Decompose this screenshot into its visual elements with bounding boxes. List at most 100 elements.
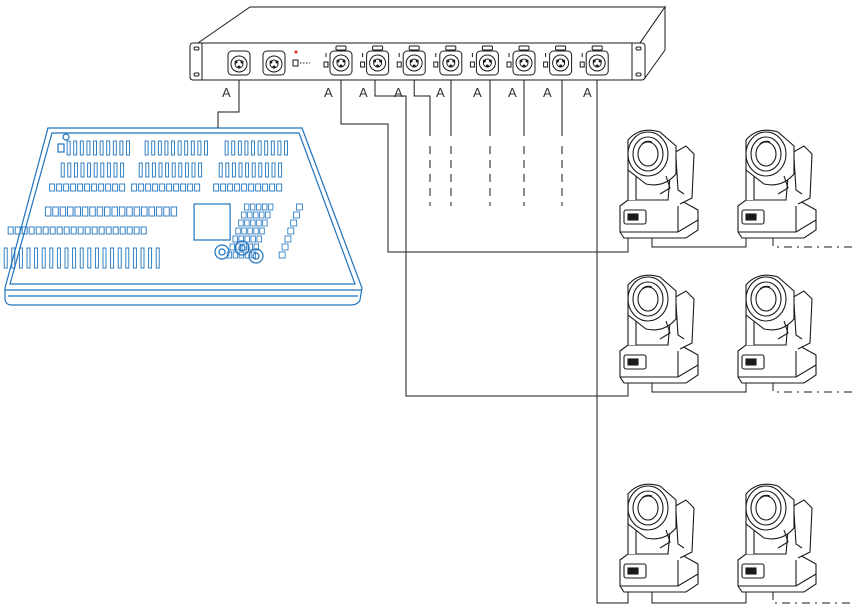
console-button (104, 206, 111, 217)
console-button (44, 206, 52, 217)
console-fader (158, 162, 163, 178)
console-button (49, 183, 56, 192)
console-button (111, 206, 118, 217)
console-fader (120, 162, 125, 178)
console-fader (245, 162, 250, 178)
console-key (256, 219, 262, 227)
console-fader (171, 140, 175, 156)
console-button (98, 226, 105, 235)
console-button (70, 226, 77, 235)
console-button (52, 206, 59, 217)
console-fader (41, 247, 46, 269)
console-key (278, 251, 286, 259)
console-key (296, 203, 303, 211)
console-button (98, 183, 105, 192)
xlr-connector-icon (515, 54, 533, 72)
console-fader (184, 162, 189, 178)
status-led (294, 50, 298, 54)
console-button (255, 183, 262, 192)
output-connector (360, 45, 390, 76)
cable-label-out8: A (583, 85, 592, 100)
console-knob (62, 133, 70, 141)
rack-ear-hole (635, 46, 642, 51)
console-button (133, 206, 141, 217)
console-key (238, 219, 244, 227)
console-button (63, 183, 70, 192)
console-fader (67, 162, 72, 178)
splitter-top-panel (196, 6, 666, 44)
console-button (248, 183, 255, 192)
console-fader (224, 140, 229, 156)
console-key (265, 211, 271, 219)
console-fader (151, 162, 156, 178)
console-button (234, 183, 241, 192)
console-key (247, 211, 253, 219)
console-fader (264, 140, 269, 156)
console-key (262, 203, 268, 211)
console-button (131, 183, 138, 192)
console-fader (126, 140, 130, 156)
console-fader (231, 162, 236, 178)
console-fader (26, 247, 31, 269)
output-connector (323, 45, 353, 76)
console-button (148, 206, 155, 217)
cable-out2-row2 (374, 80, 629, 397)
console-key (244, 203, 250, 211)
xlr-connector-icon (588, 54, 606, 72)
console-key (293, 211, 300, 219)
console-knob-center (218, 248, 226, 256)
console-button (63, 226, 70, 235)
xlr-connector-icon (405, 54, 423, 72)
moving-head-icon (737, 274, 817, 384)
console-button (74, 206, 81, 217)
console-fader (278, 162, 283, 178)
console-key (256, 235, 262, 243)
console-key (259, 227, 265, 235)
console-key (262, 219, 268, 227)
console-fader (177, 140, 182, 156)
console-fader (11, 247, 16, 269)
console-fader (112, 140, 117, 156)
console-fader (218, 162, 223, 178)
console-fader (155, 247, 160, 269)
console-key (241, 211, 247, 219)
console-button (220, 183, 227, 192)
console-knob (214, 244, 230, 260)
console-key (290, 219, 298, 227)
console-fader (87, 162, 92, 178)
console-fader (238, 162, 243, 178)
console-fader (117, 247, 122, 269)
console-button (70, 183, 77, 192)
output-indicator (433, 61, 439, 68)
xlr-connector-icon (552, 54, 570, 72)
console-key (247, 227, 253, 235)
console-fader (258, 162, 263, 178)
console-button (84, 183, 91, 192)
console-button (269, 183, 276, 192)
input-connector (227, 50, 251, 76)
console-button (77, 183, 84, 192)
rack-ear-hole (635, 72, 642, 77)
moving-head-icon (619, 274, 699, 384)
output-connector (543, 45, 573, 76)
continuation-row3 (772, 592, 855, 604)
console-key (253, 243, 259, 251)
moving-head-icon (737, 483, 817, 593)
xlr-connector-icon (332, 54, 350, 72)
cable-label-out2: A (359, 85, 368, 100)
console-key (235, 243, 241, 251)
cable-label-out4: A (436, 85, 445, 100)
console-fader (73, 162, 78, 178)
console-button (81, 206, 89, 217)
console-knob-center (252, 252, 260, 260)
console-fader (60, 162, 65, 178)
console-key (244, 219, 250, 227)
moving-head-icon (619, 483, 699, 593)
console-fader (138, 162, 143, 178)
output-indicator (396, 61, 402, 68)
cable-label-out5: A (473, 85, 482, 100)
console-button (28, 226, 35, 235)
fixtures-group (619, 129, 817, 593)
console-button (67, 206, 74, 217)
console-button (241, 183, 248, 192)
